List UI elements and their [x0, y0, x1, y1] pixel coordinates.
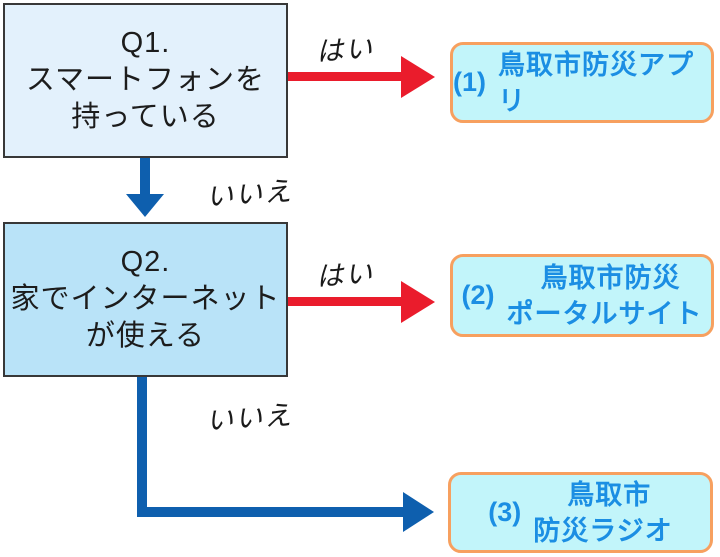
result-3-line-1: 鳥取市 — [567, 479, 652, 510]
q1-yes-label: はい — [315, 33, 376, 67]
q2-yes-arrow-line — [288, 297, 403, 306]
question-box-q1: Q1. スマートフォンを 持っている — [3, 3, 288, 158]
result-3-number: (3) — [488, 497, 522, 527]
q1-yes-arrowhead-icon — [401, 56, 435, 98]
q2-no-arrow-vertical-line — [137, 377, 147, 517]
q1-no-arrowhead-icon — [126, 194, 164, 217]
question-box-q2: Q2. 家でインターネット が使える — [3, 222, 288, 377]
q1-no-label: いいえ — [205, 175, 295, 212]
q1-yes-arrow-line — [288, 72, 403, 81]
result-box-2: (2) 鳥取市防災 ポータルサイト — [450, 254, 714, 337]
q1-no-arrow-line — [140, 158, 150, 196]
q2-no-arrowhead-icon — [403, 492, 434, 532]
result-2-line-1: 鳥取市防災 — [540, 262, 681, 293]
q1-line-1: Q1. — [120, 27, 171, 59]
result-1-number: (1) — [453, 67, 486, 97]
q1-line-3: 持っている — [71, 101, 220, 133]
result-3-line-2: 防災ラジオ — [533, 515, 673, 546]
q2-line-1: Q2. — [120, 246, 171, 278]
result-box-1: (1) 鳥取市防災アプリ — [450, 42, 714, 123]
q2-line-3: が使える — [85, 320, 206, 352]
result-2-line-2: ポータルサイト — [506, 298, 703, 329]
q2-no-arrow-horizontal-line — [137, 507, 403, 517]
result-2-number: (2) — [461, 280, 495, 310]
q1-line-2: スマートフォンを — [25, 64, 266, 96]
q2-no-label: いいえ — [205, 399, 295, 436]
result-1-line-1: 鳥取市防災アプリ — [498, 49, 694, 116]
q2-line-2: 家でインターネット — [10, 283, 281, 315]
q2-yes-label: はい — [315, 258, 376, 292]
result-box-3: (3) 鳥取市 防災ラジオ — [448, 472, 713, 553]
q2-yes-arrowhead-icon — [401, 281, 435, 323]
